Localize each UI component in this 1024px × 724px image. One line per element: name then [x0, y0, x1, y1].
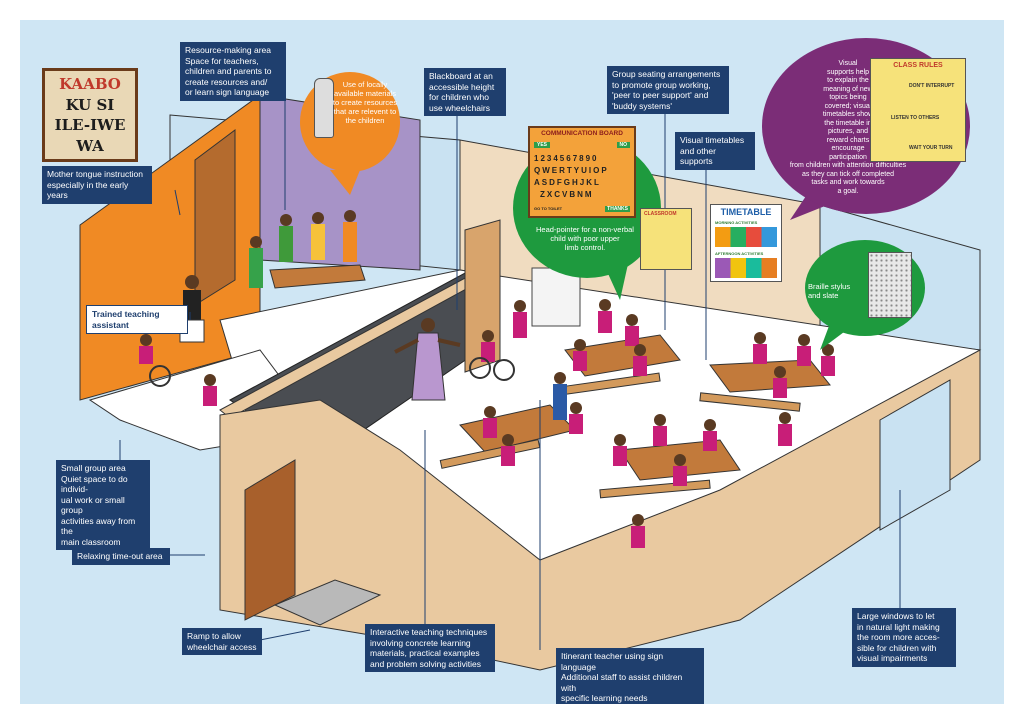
label-trained-assistant: Trained teaching assistant — [86, 305, 188, 334]
storage-shelf — [531, 267, 581, 327]
label-itinerant: Itinerant teacher using sign language Ad… — [556, 648, 704, 704]
label-group-seating: Group seating arrangements to promote gr… — [607, 66, 729, 114]
rule-1: DON'T INTERRUPT — [909, 83, 955, 89]
timetable-poster: TIMETABLE MORNING ACTIVITIES AFTERNOON A… — [710, 204, 782, 282]
rule-2: LISTEN TO OTHERS — [891, 115, 940, 121]
table-back-right — [709, 359, 831, 393]
local-materials-bubble-tail — [330, 170, 360, 195]
comm-row-4: ZXCVBNM — [540, 190, 594, 199]
label-blackboard: Blackboard at an accessible height for c… — [424, 68, 506, 116]
classroom-illustration: KAABO KU SI ILE-IWE WA COMMUNICATION BOA… — [20, 20, 1004, 704]
braille-slate-icon — [868, 252, 912, 318]
timetable-afternoon-grid — [715, 258, 777, 278]
braille-text: Braille stylus and slate — [808, 282, 851, 300]
resource-table — [269, 264, 366, 289]
rule-3: WAIT YOUR TURN — [909, 145, 953, 151]
comm-yes: YES — [534, 142, 551, 148]
comm-board-title: COMMUNICATION BOARD — [541, 130, 623, 137]
class-rules-title: CLASS RULES — [893, 62, 943, 69]
timetable-afternoon: AFTERNOON ACTIVITIES — [715, 251, 764, 256]
bottle-icon — [314, 78, 334, 138]
label-relaxing: Relaxing time-out area — [72, 548, 170, 565]
timetable-morning: MORNING ACTIVITIES — [715, 220, 758, 225]
right-window — [879, 379, 951, 531]
label-visual-timetables: Visual timetables and other supports — [675, 132, 755, 170]
classroom-poster-title: CLASSROOM — [644, 211, 677, 217]
kaabo-line-3: ILE-IWE — [54, 116, 126, 134]
people — [139, 210, 835, 548]
comm-toilet: GO TO TOILET — [534, 206, 563, 211]
classroom-rules-poster: CLASSROOM — [640, 208, 692, 270]
label-windows: Large windows to let in natural light ma… — [852, 608, 956, 667]
kaabo-poster: KAABO KU SI ILE-IWE WA — [42, 68, 138, 162]
timetable-morning-grid — [715, 227, 777, 247]
teacher — [394, 318, 461, 401]
communication-board: COMMUNICATION BOARD YES NO 1234567890 QW… — [528, 126, 636, 218]
wheelchair-ramp — [273, 579, 382, 626]
students — [139, 299, 835, 548]
head-pointer-text: Head-pointer for a non-verbal child with… — [536, 225, 634, 252]
comm-row-2: QWERTYUIOP — [534, 166, 609, 175]
label-ramp: Ramp to allow wheelchair access — [182, 628, 262, 655]
label-small-group: Small group area Quiet space to do indiv… — [56, 460, 150, 550]
kaabo-line-4: WA — [76, 137, 104, 155]
kaabo-line-1: KAABO — [59, 75, 121, 93]
orange-area-door — [194, 129, 236, 306]
comm-no: NO — [616, 142, 630, 148]
comm-row-1: 1234567890 — [534, 154, 599, 163]
timetable-title: TIMETABLE — [720, 207, 772, 217]
label-interactive: Interactive teaching techniques involvin… — [365, 624, 495, 672]
kaabo-line-2: KU SI — [65, 96, 115, 114]
wheelchairs — [149, 357, 515, 387]
class-rules-poster: CLASS RULES DON'T INTERRUPT LISTEN TO OT… — [870, 58, 966, 162]
comm-thanks: THANKS — [605, 206, 630, 212]
bench-3 — [699, 392, 801, 412]
label-resource-area: Resource-making area Space for teachers,… — [180, 42, 286, 101]
local-materials-text: Use of locally available materials to cr… — [332, 80, 398, 125]
visual-supports-text: Visual supports help to explain the mean… — [789, 60, 907, 195]
label-mother-tongue: Mother tongue instruction especially in … — [42, 166, 152, 204]
front-door — [244, 459, 296, 621]
comm-row-3: ASDFGHJKL — [534, 178, 601, 187]
resource-group — [249, 210, 357, 288]
